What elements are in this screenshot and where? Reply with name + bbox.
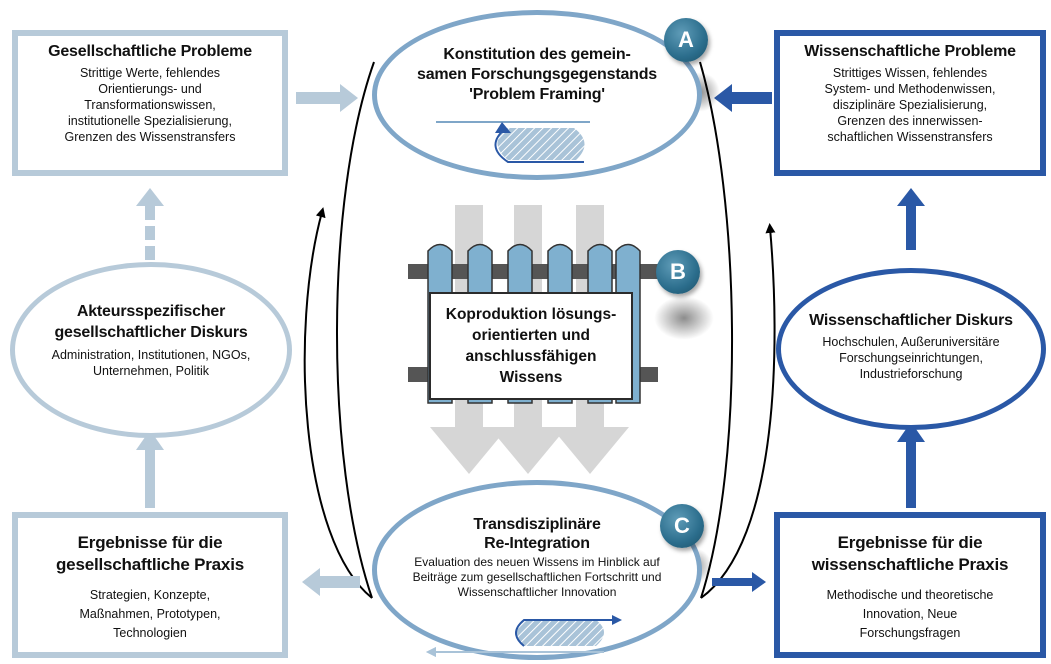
scientific-discourse-title: Wissenschaftlicher Diskurs bbox=[809, 312, 1013, 329]
dark-arrows bbox=[712, 84, 925, 592]
societal-results-title: Ergebnisse für die gesellschaftliche Pra… bbox=[56, 533, 244, 574]
badge-a: A bbox=[664, 18, 708, 62]
societal-problems-box: Gesellschaftliche Probleme Strittige Wer… bbox=[12, 30, 288, 176]
reintegration-title: Transdisziplinäre Re-Integration bbox=[473, 516, 601, 552]
feedback-loops bbox=[303, 61, 776, 599]
scientific-results-body: Methodische und theoretische Innovation,… bbox=[826, 588, 994, 640]
scientific-discourse-ellipse: Wissenschaftlicher Diskurs Hochschulen, … bbox=[776, 268, 1046, 430]
light-arrows bbox=[136, 84, 360, 596]
scientific-discourse-body: Hochschulen, Außeruniversitäre Forschung… bbox=[822, 335, 1000, 381]
problem-framing-title: Konstitution des gemein- samen Forschung… bbox=[417, 46, 657, 103]
actor-discourse-title: Akteursspezifischer gesellschaftlicher D… bbox=[54, 303, 248, 341]
coproduction-box: Koproduktion lösungs- orientierten und a… bbox=[429, 292, 633, 400]
actor-discourse-ellipse: Akteursspezifischer gesellschaftlicher D… bbox=[10, 262, 292, 438]
actor-discourse-body: Administration, Institutionen, NGOs, Unt… bbox=[51, 348, 251, 378]
problem-framing-ellipse: Konstitution des gemein- samen Forschung… bbox=[372, 10, 702, 180]
societal-results-box: Ergebnisse für die gesellschaftliche Pra… bbox=[12, 512, 288, 658]
societal-problems-title: Gesellschaftliche Probleme bbox=[48, 43, 252, 60]
shadow-b bbox=[654, 296, 714, 340]
societal-results-body: Strategien, Konzepte, Maßnahmen, Prototy… bbox=[79, 588, 221, 640]
scientific-results-title: Ergebnisse für die wissenschaftliche Pra… bbox=[811, 533, 1009, 574]
societal-problems-body: Strittige Werte, fehlendes Orientierungs… bbox=[64, 66, 236, 144]
badge-b: B bbox=[656, 250, 700, 294]
scientific-problems-body: Strittiges Wissen, fehlendes System- und… bbox=[824, 66, 996, 144]
scientific-problems-box: Wissenschaftliche Probleme Strittiges Wi… bbox=[774, 30, 1046, 176]
scientific-results-box: Ergebnisse für die wissenschaftliche Pra… bbox=[774, 512, 1046, 658]
reintegration-body: Evaluation des neuen Wissens im Hinblick… bbox=[412, 555, 662, 599]
scientific-problems-title: Wissenschaftliche Probleme bbox=[804, 43, 1016, 60]
reintegration-ellipse: Transdisziplinäre Re-Integration Evaluat… bbox=[372, 480, 702, 660]
badge-c: C bbox=[660, 504, 704, 548]
